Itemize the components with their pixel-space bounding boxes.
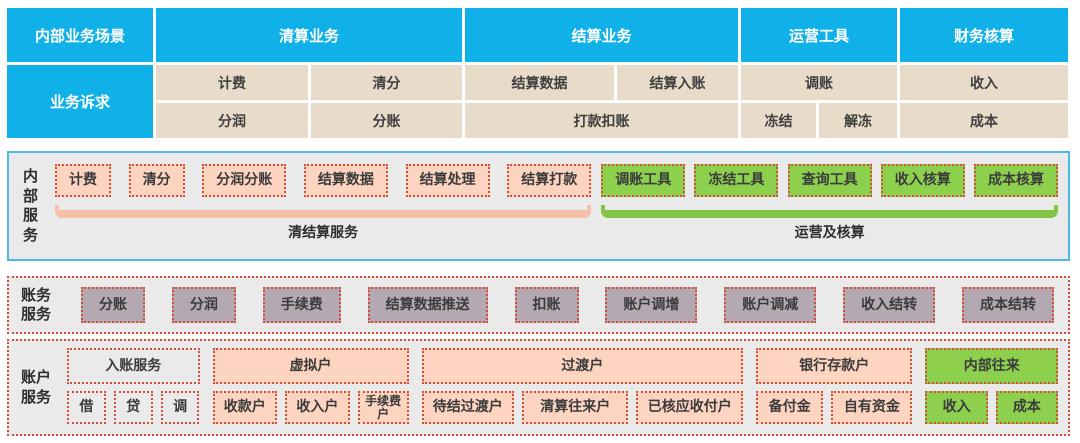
bank-deposit-subs: 备付金 自有资金 xyxy=(755,391,913,427)
acctg-box-fee: 手续费 xyxy=(262,287,341,323)
account-services-section: 账户服务 入账服务 借 贷 调 虚拟户 收款户 收入户 手续费户 过渡户 xyxy=(7,339,1070,436)
clearing-settlement-boxes: 计费 清分 分润分账 结算数据 结算处理 结算打款 xyxy=(55,164,592,197)
sub-box-income-account: 收入户 xyxy=(285,391,350,424)
cell-adjustment: 调账 xyxy=(741,65,897,100)
service-box-profit-split: 分润分账 xyxy=(202,164,287,197)
cell-billing: 计费 xyxy=(156,65,308,100)
cell-settlement-entry: 结算入账 xyxy=(617,65,738,100)
service-box-billing: 计费 xyxy=(55,164,111,197)
clearing-settlement-bracket xyxy=(55,205,592,218)
virtual-account-group: 虚拟户 收款户 收入户 手续费户 xyxy=(212,348,409,427)
sub-box-pending-transit: 待结过渡户 xyxy=(421,391,514,424)
acctg-box-income-carryover: 收入结转 xyxy=(843,287,936,323)
cell-freeze: 冻结 xyxy=(741,103,816,138)
service-box-settlement-payout: 结算打款 xyxy=(507,164,592,197)
acctg-box-account-increase: 账户调增 xyxy=(605,287,698,323)
account-services-label: 账户服务 xyxy=(21,368,52,406)
sub-box-clearing-current: 清算往来户 xyxy=(521,391,629,424)
operations-boxes: 调账工具 冻结工具 查询工具 收入核算 成本核算 xyxy=(601,164,1058,197)
internal-current-subs: 收入 成本 xyxy=(925,391,1058,427)
header-operation-tools: 运营工具 xyxy=(741,8,897,62)
acctg-box-settlement-data-push: 结算数据推送 xyxy=(367,287,488,323)
header-finance-accounting: 财务核算 xyxy=(900,8,1068,62)
internal-current-group: 内部往来 收入 成本 xyxy=(925,348,1058,427)
transit-account-subs: 待结过渡户 清算往来户 已核应收付户 xyxy=(421,391,743,427)
header-internal-business-scene: 内部业务场景 xyxy=(7,8,153,62)
tool-box-cost-accounting: 成本核算 xyxy=(973,164,1058,197)
service-box-clearing: 清分 xyxy=(128,164,185,197)
internal-services-content: 计费 清分 分润分账 结算数据 结算处理 结算打款 清结算服务 调账工具 冻结工… xyxy=(55,161,1058,251)
sub-box-fee-account: 手续费户 xyxy=(357,391,409,424)
service-box-settlement-process: 结算处理 xyxy=(405,164,490,197)
acctg-box-ledger-split: 分账 xyxy=(81,287,145,323)
tool-box-query: 查询工具 xyxy=(787,164,872,197)
header-clearing-business: 清算业务 xyxy=(156,8,462,62)
bank-deposit-header: 银行存款户 xyxy=(755,348,913,384)
cell-business-demands: 业务诉求 xyxy=(7,65,153,138)
tool-box-income-accounting: 收入核算 xyxy=(880,164,965,197)
entry-service-subs: 借 贷 调 xyxy=(67,391,200,427)
acctg-box-cost-carryover: 成本结转 xyxy=(962,287,1054,323)
cell-ledger-split: 分账 xyxy=(311,103,462,138)
cell-settlement-data: 结算数据 xyxy=(465,65,614,100)
acctg-box-profit-share: 分润 xyxy=(171,287,236,323)
sub-box-credit: 贷 xyxy=(113,391,153,424)
acctg-box-deduction: 扣账 xyxy=(514,287,579,323)
accounting-services-label: 账务服务 xyxy=(21,285,52,324)
entry-service-group: 入账服务 借 贷 调 xyxy=(67,348,200,427)
internal-current-header: 内部往来 xyxy=(925,348,1058,384)
cell-cost: 成本 xyxy=(900,103,1068,138)
sub-box-own-funds: 自有资金 xyxy=(831,391,913,424)
tool-box-adjustment: 调账工具 xyxy=(601,164,686,197)
operations-bracket xyxy=(601,205,1058,218)
cell-payout-deduction: 打款扣账 xyxy=(465,103,738,138)
transit-account-header: 过渡户 xyxy=(421,348,743,384)
sub-box-income: 收入 xyxy=(925,391,988,424)
sub-box-debit: 借 xyxy=(67,391,106,424)
cell-profit-share: 分润 xyxy=(156,103,308,138)
clearing-settlement-caption: 清结算服务 xyxy=(288,225,359,241)
cell-unfreeze: 解冻 xyxy=(819,103,897,138)
operations-caption: 运营及核算 xyxy=(794,225,865,241)
sub-box-reserve-fund: 备付金 xyxy=(755,391,824,424)
sub-box-receiving-account: 收款户 xyxy=(212,391,278,424)
internal-services-section: 内部服务 计费 清分 分润分账 结算数据 结算处理 结算打款 清结算服务 调账工… xyxy=(7,151,1070,261)
acctg-box-account-decrease: 账户调减 xyxy=(724,287,817,323)
virtual-account-subs: 收款户 收入户 手续费户 xyxy=(212,391,409,427)
virtual-account-header: 虚拟户 xyxy=(212,348,409,384)
cell-income: 收入 xyxy=(900,65,1068,100)
internal-services-label: 内部服务 xyxy=(23,167,39,244)
header-settlement-business: 结算业务 xyxy=(465,8,738,62)
tool-box-freeze: 冻结工具 xyxy=(694,164,779,197)
operations-accounting-group: 调账工具 冻结工具 查询工具 收入核算 成本核算 运营及核算 xyxy=(601,161,1058,251)
scenario-table: 内部业务场景 清算业务 结算业务 运营工具 财务核算 业务诉求 计费 清分 结算… xyxy=(7,8,1070,138)
sub-box-verified-receivable: 已核应收付户 xyxy=(636,391,743,424)
sub-box-cost: 成本 xyxy=(995,391,1058,424)
bank-deposit-group: 银行存款户 备付金 自有资金 xyxy=(755,348,913,427)
entry-service-header: 入账服务 xyxy=(67,348,200,384)
transit-account-group: 过渡户 待结过渡户 清算往来户 已核应收付户 xyxy=(421,348,743,427)
business-architecture-diagram: 内部业务场景 清算业务 结算业务 运营工具 财务核算 业务诉求 计费 清分 结算… xyxy=(7,8,1070,436)
clearing-settlement-group: 计费 清分 分润分账 结算数据 结算处理 结算打款 清结算服务 xyxy=(55,161,592,251)
cell-clearing: 清分 xyxy=(311,65,462,100)
service-box-settlement-data: 结算数据 xyxy=(303,164,388,197)
account-services-content: 入账服务 借 贷 调 虚拟户 收款户 收入户 手续费户 过渡户 待结过渡户 xyxy=(67,348,1058,427)
accounting-services-section: 账务服务 分账 分润 手续费 结算数据推送 扣账 账户调增 账户调减 收入结转 … xyxy=(7,276,1070,334)
accounting-services-boxes: 分账 分润 手续费 结算数据推送 扣账 账户调增 账户调减 收入结转 成本结转 xyxy=(81,287,1054,323)
sub-box-adjust: 调 xyxy=(160,391,200,424)
